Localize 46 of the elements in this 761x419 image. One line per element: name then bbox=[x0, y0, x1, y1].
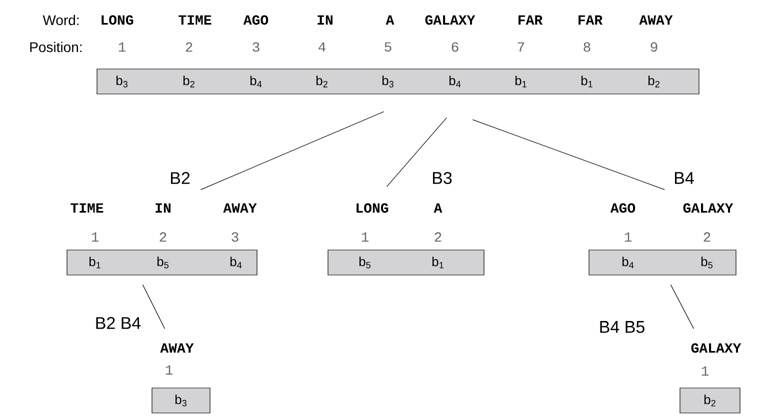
position-number: 7 bbox=[518, 42, 524, 52]
connector-line bbox=[142, 284, 165, 329]
word: FAR bbox=[578, 15, 603, 25]
word: LONG bbox=[102, 15, 134, 25]
position-number: 4 bbox=[318, 42, 326, 52]
position-number: 1 bbox=[166, 365, 173, 375]
word: GALAXY bbox=[425, 15, 476, 25]
position-number: 8 bbox=[584, 42, 590, 52]
connector-line bbox=[670, 284, 694, 329]
row-label: Word: bbox=[42, 14, 79, 26]
word: AGO bbox=[243, 15, 268, 25]
word: A bbox=[434, 203, 442, 213]
group-heading: B4 B5 bbox=[600, 321, 644, 333]
array-bar: b$_{4}$ b$_{5}$ bbox=[588, 250, 736, 276]
word: TIME bbox=[70, 203, 104, 213]
position-number: 1 bbox=[118, 42, 126, 52]
row-label: Position: bbox=[30, 42, 82, 52]
word: LONG bbox=[356, 203, 388, 213]
word: AWAY bbox=[639, 15, 673, 25]
word: FAR bbox=[518, 15, 543, 25]
array-bar: b$_{3}$ bbox=[152, 388, 210, 414]
word: A bbox=[386, 15, 394, 25]
word: GALAXY bbox=[683, 203, 734, 213]
position-number: 2 bbox=[186, 42, 192, 52]
array-bar: b$_{1}$ b$_{5}$ b$_{4}$ bbox=[66, 250, 258, 276]
group-heading: B4 bbox=[675, 172, 694, 184]
group-heading: B2 B4 bbox=[96, 317, 141, 329]
position-number: 5 bbox=[384, 42, 392, 52]
word: TIME bbox=[178, 15, 212, 25]
connector-line bbox=[386, 117, 447, 187]
word: AWAY bbox=[223, 203, 257, 213]
connector-line bbox=[200, 111, 384, 190]
array-bar: b$_{5}$ b$_{1}$ bbox=[328, 250, 484, 276]
word: IN bbox=[318, 15, 332, 25]
word: AGO bbox=[610, 203, 636, 213]
word: IN bbox=[156, 203, 170, 213]
group-heading: B3 bbox=[433, 172, 452, 184]
array-bar: b$_{2}$ bbox=[680, 388, 740, 414]
word: AWAY bbox=[160, 343, 194, 353]
word: GALAXY bbox=[691, 343, 742, 353]
position-number: 6 bbox=[452, 42, 458, 52]
group-heading: B2 bbox=[171, 172, 190, 184]
connector-line bbox=[472, 119, 665, 190]
position-number: 9 bbox=[650, 42, 658, 52]
array-bar: b$_{3}$ b$_{2}$ b$_{4}$ b$_{2}$ b$_{3}$ b$_{4}$ b$_{1}$ b$_{1}$ b$_{2}$ bbox=[96, 68, 700, 94]
position-number: 3 bbox=[252, 42, 260, 52]
